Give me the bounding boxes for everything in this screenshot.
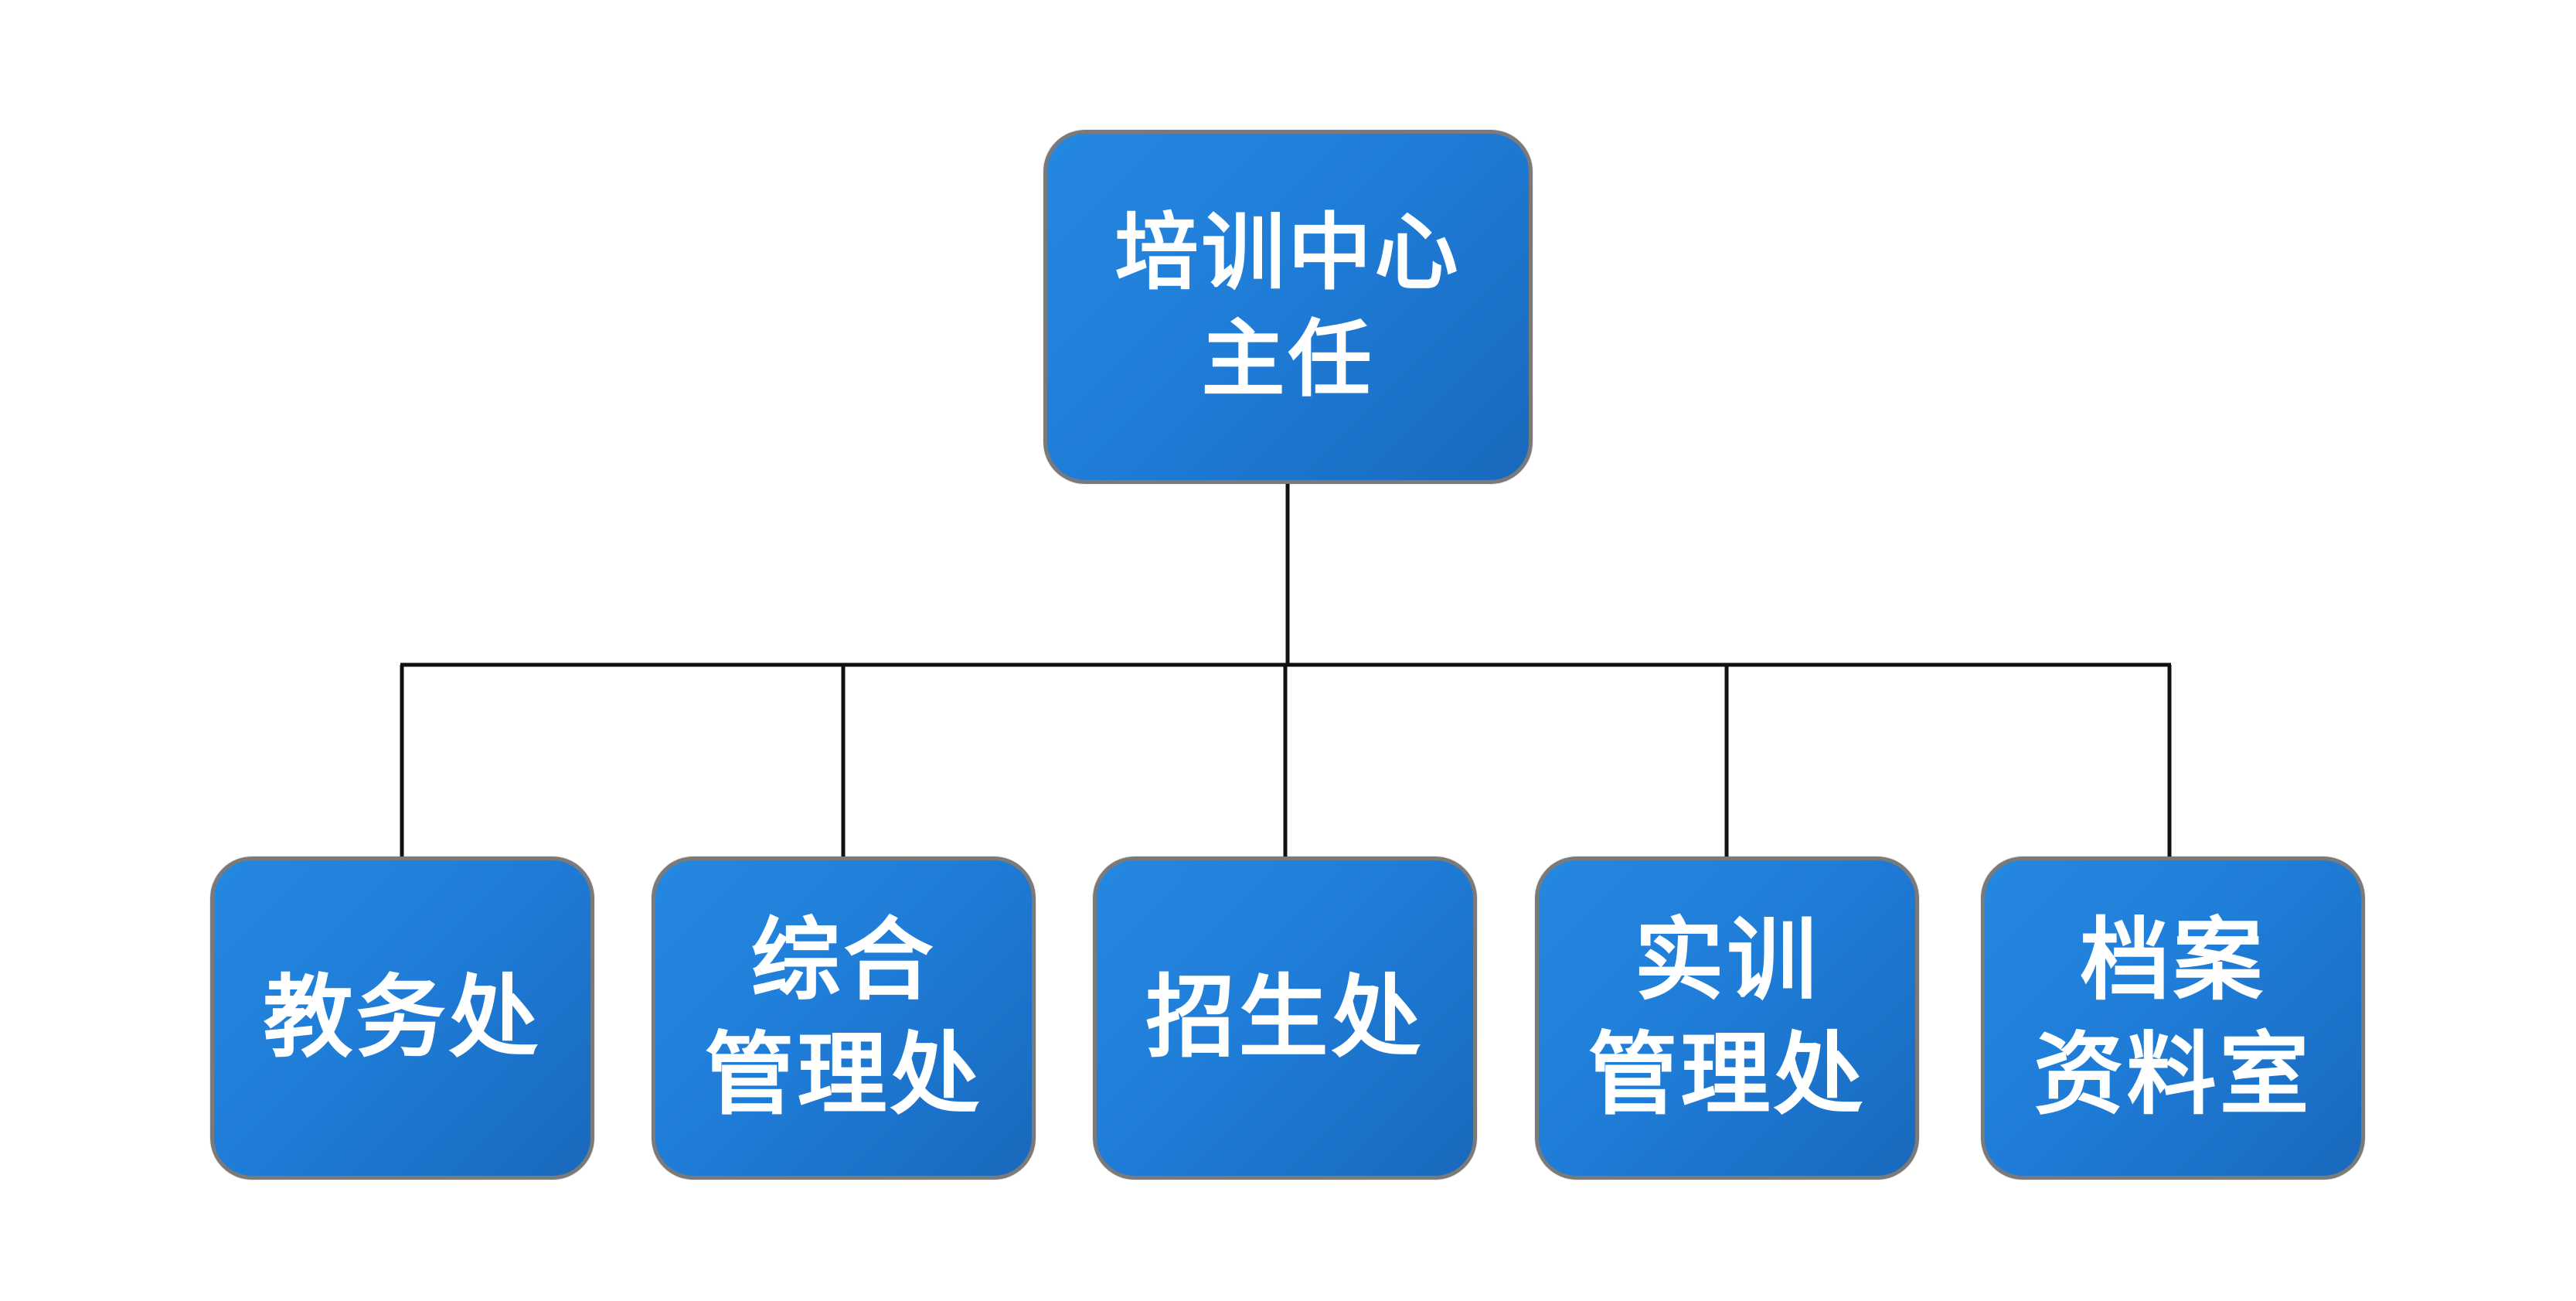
- node-training-center-director: 培训中心 主任: [1043, 130, 1533, 484]
- node-label-line: 培训中心: [1114, 204, 1462, 301]
- node-label-line: 综合: [750, 908, 937, 1013]
- node-label-line: 管理处: [1587, 1023, 1866, 1127]
- node-practical-training-management-office: 实训 管理处: [1535, 857, 1919, 1180]
- node-label-line: 主任: [1201, 312, 1375, 408]
- node-academic-affairs-office: 教务处: [210, 857, 594, 1180]
- node-label-line: 管理处: [704, 1023, 983, 1127]
- node-admissions-office: 招生处: [1093, 857, 1477, 1180]
- node-label-line: 档案: [2080, 908, 2266, 1013]
- node-archives-room: 档案 资料室: [1981, 857, 2365, 1180]
- node-label-line: 招生处: [1145, 965, 1424, 1070]
- node-label-line: 教务处: [263, 965, 542, 1070]
- node-label-line: 资料室: [2033, 1023, 2312, 1127]
- node-label-line: 实训: [1634, 908, 1820, 1013]
- node-general-management-office: 综合 管理处: [652, 857, 1036, 1180]
